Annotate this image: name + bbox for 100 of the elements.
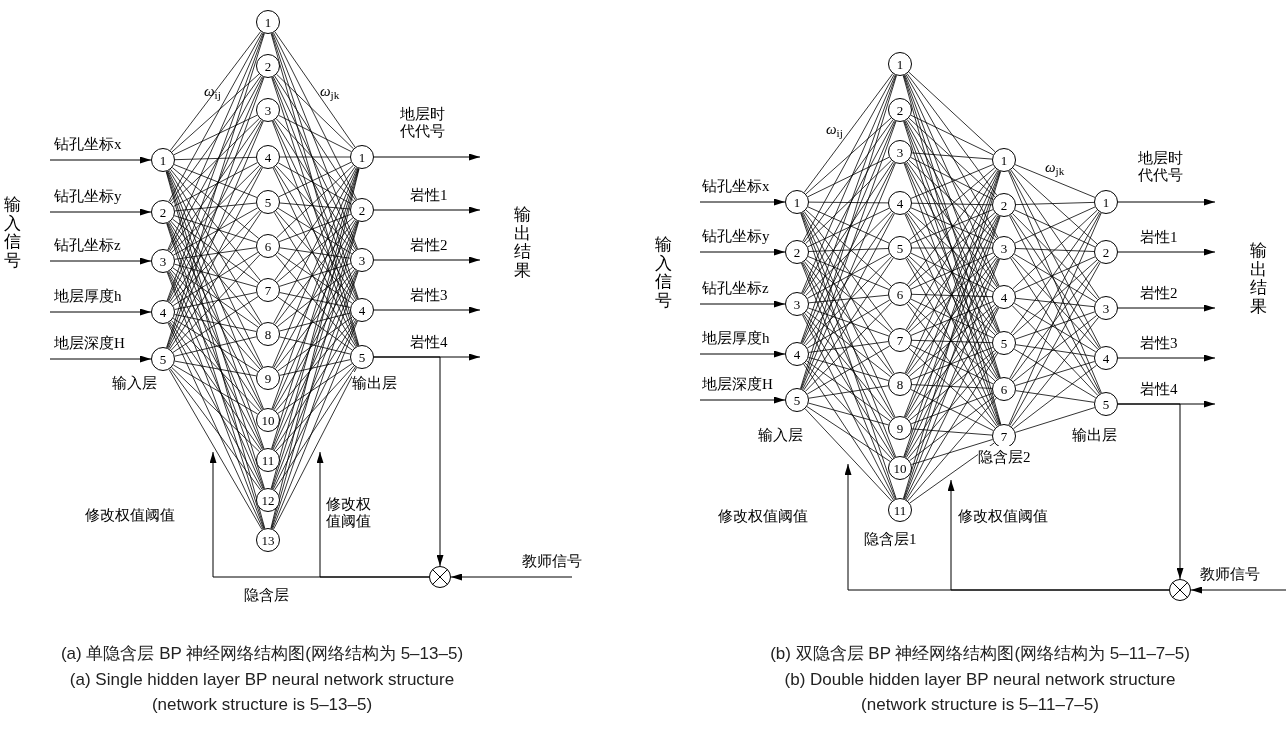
edge-label: 教师信号 (522, 553, 582, 571)
connection-line (273, 32, 357, 200)
connection-line (1013, 364, 1097, 430)
connection-line (279, 359, 351, 376)
connection-line (903, 120, 1001, 379)
connection-line (273, 367, 357, 530)
connection-line (276, 73, 354, 150)
connection-line (167, 32, 264, 251)
connection-line (170, 168, 261, 282)
connection-line (803, 119, 894, 243)
connection-line (807, 156, 890, 198)
connection-line (166, 271, 265, 530)
connection-line (174, 314, 257, 332)
connection-line (271, 77, 359, 346)
connection-line (806, 311, 891, 377)
connection-line (904, 258, 1000, 500)
connection-line (271, 76, 359, 300)
connection-line (906, 119, 998, 239)
edge-label: 岩性4 (410, 334, 448, 352)
connection-line (808, 248, 889, 252)
connection-line (904, 120, 1000, 333)
arrow (1190, 586, 1287, 594)
connection-line (808, 402, 889, 426)
connection-line (171, 167, 260, 239)
arrow (699, 248, 786, 256)
connection-line (906, 73, 998, 196)
edge-label: 地层深度H (54, 335, 125, 353)
connection-line (278, 161, 352, 198)
multiplication-circle (1169, 579, 1191, 601)
figure-caption: (b) Double hidden layer BP neural network structure (network structure is 5–11–7–5) (783, 669, 1177, 716)
connection-line (174, 215, 257, 243)
connection-line (174, 202, 257, 212)
connection-line (272, 220, 358, 410)
figure-caption: (a) Single hidden layer BP neural network structure (network structure is 5–13–5) (68, 669, 456, 716)
connection-line (275, 254, 355, 349)
connection-line (1012, 213, 1098, 300)
edge-label: 岩性1 (1140, 229, 1178, 247)
edge-label: 地层深度H (702, 376, 773, 394)
connection-line (169, 75, 262, 203)
connection-line (903, 75, 1001, 378)
connection-line (167, 322, 264, 530)
connection-line (171, 320, 260, 412)
connection-line (278, 115, 352, 152)
weight-label: ω$_{ij}$ (204, 82, 221, 103)
connection-line (1008, 170, 1102, 394)
connection-line (167, 222, 264, 450)
connection-line (908, 71, 996, 153)
multiplication-circle (429, 566, 451, 588)
arrow (1117, 248, 1216, 256)
connection-line (277, 296, 353, 351)
connection-line (274, 31, 356, 148)
edge-label: 修改权值阈值 (326, 496, 374, 531)
connection-line (272, 270, 358, 450)
connection-line (1008, 212, 1102, 426)
arrow (49, 308, 152, 316)
connection-line (1009, 262, 1101, 426)
connection-line (277, 267, 353, 327)
connection-line (167, 76, 264, 302)
connection-line (805, 160, 892, 244)
edge-label: 修改权值阈值 (718, 508, 808, 526)
connection-line (908, 117, 996, 198)
connection-line (173, 164, 258, 198)
connection-line (168, 120, 263, 302)
connection-line (807, 299, 890, 349)
connection-line (910, 389, 994, 431)
arrow (373, 256, 481, 264)
edge-label: 修改权值阈值 (85, 507, 175, 525)
connection-line (910, 114, 994, 156)
edge-label: 岩性4 (1140, 381, 1178, 399)
connection-line (174, 156, 257, 161)
connection-line (272, 76, 358, 250)
arrow (49, 208, 152, 216)
connection-line (808, 201, 889, 204)
connection-line (904, 258, 1000, 458)
connection-line (168, 322, 263, 490)
connection-line (171, 366, 260, 453)
connection-line (279, 312, 351, 332)
connection-line (904, 307, 1000, 500)
edge-label: 地层时代代号 (1138, 150, 1186, 185)
connection-line (271, 271, 359, 529)
arrow (373, 153, 481, 161)
figure-caption: (a) 单隐含层 BP 神经网络结构图(网络结构为 5–13–5) (59, 643, 465, 665)
connection-line (801, 120, 896, 344)
connection-line (904, 74, 1000, 287)
connection-line (802, 120, 895, 294)
edge-label: 钻孔坐标y (54, 188, 122, 206)
arrow (49, 355, 152, 363)
arrow (699, 198, 786, 206)
edge-label: 岩性3 (410, 287, 448, 305)
arrow (450, 573, 573, 581)
connection-line (278, 213, 352, 243)
connection-line (1013, 315, 1097, 382)
connection-line (905, 74, 999, 238)
connection-line (910, 164, 994, 199)
figure-caption: (b) 双隐含层 BP 神经网络结构图(网络结构为 5–11–7–5) (769, 643, 1191, 665)
edge-label: 地层厚度h (702, 330, 770, 348)
connection-line (279, 336, 351, 355)
arrow (1117, 354, 1216, 362)
edge-label: 地层时代代号 (400, 106, 448, 141)
connection-line (279, 247, 351, 259)
